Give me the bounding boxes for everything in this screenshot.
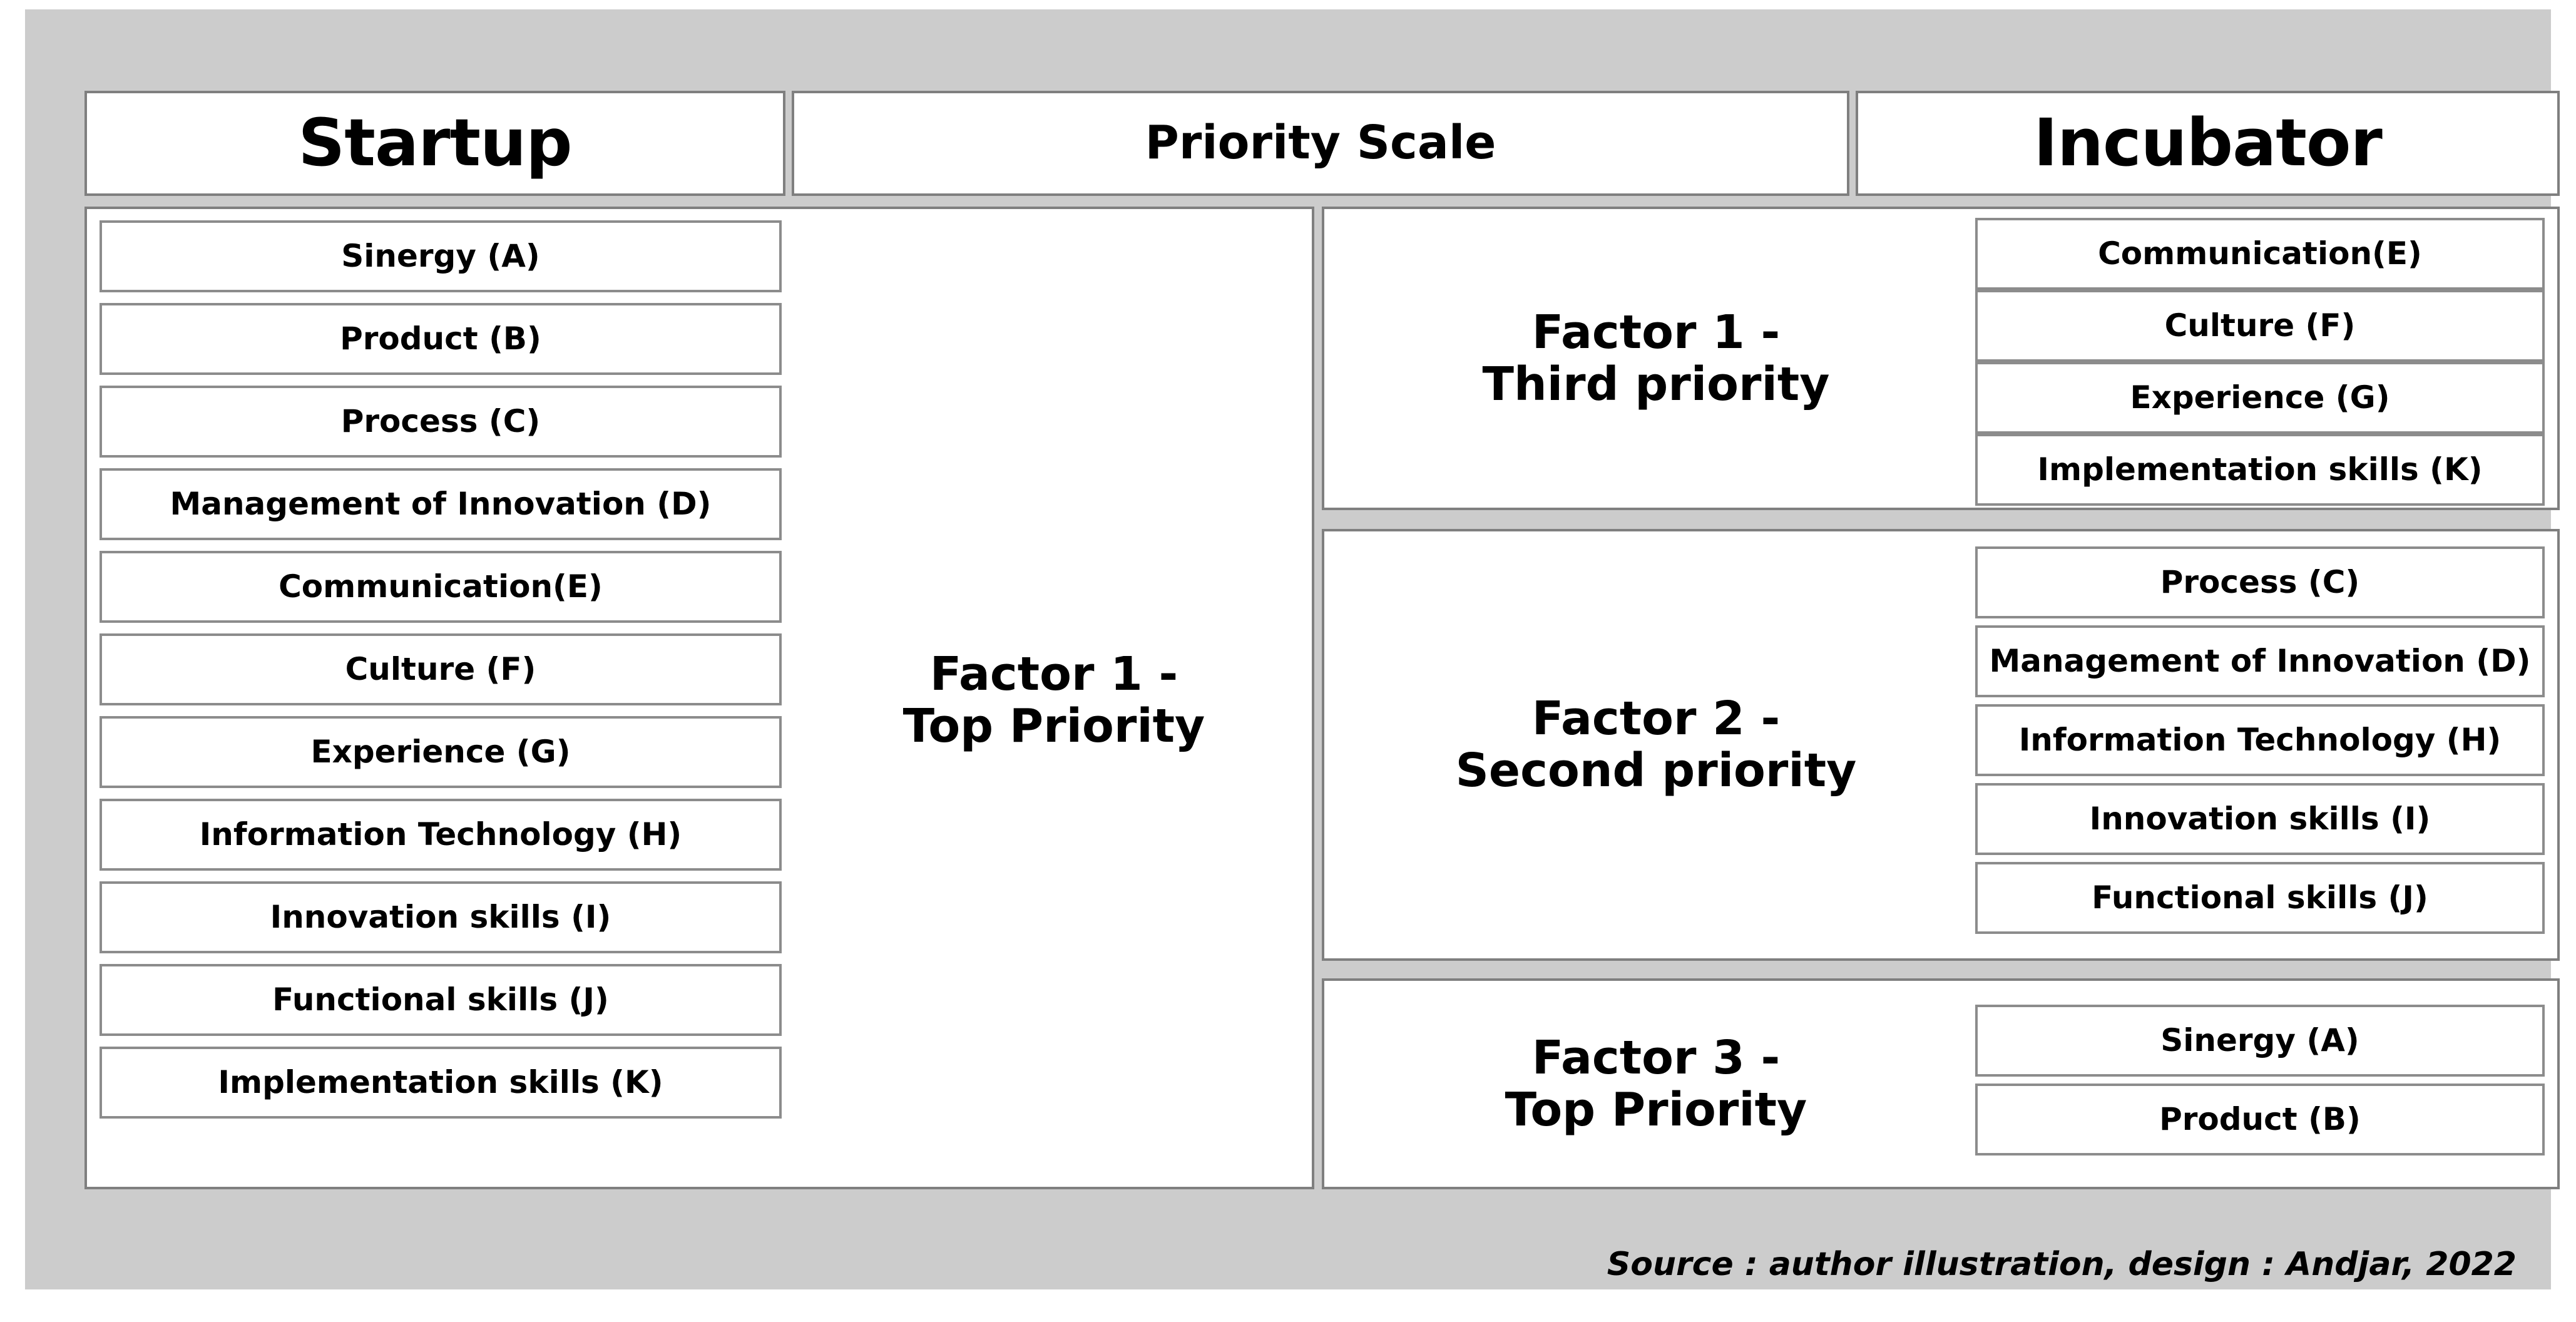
header-incubator: Incubator [1856,91,2560,196]
incubator-item-label: Product (B) [2159,1101,2361,1138]
startup-item-label: Implementation skills (K) [218,1064,663,1101]
startup-item-label: Experience (G) [310,734,571,771]
priority-scale-factor-label: Factor 1 - Top Priority [902,647,1205,753]
startup-item-label: Product (B) [340,320,541,357]
list-item[interactable]: Innovation skills (I) [100,881,782,953]
list-item[interactable]: Culture (F) [1975,290,2545,362]
list-item[interactable]: Information Technology (H) [100,799,782,871]
incubator-item-label: Implementation skills (K) [2037,451,2483,488]
incubator-factor-2-label: Factor 2 - Second priority [1455,692,1857,797]
incubator-factor-3-label: Factor 3 - Top Priority [1505,1030,1807,1137]
incubator-item-label: Management of Innovation (D) [1989,643,2531,680]
startup-item-label: Culture (F) [345,651,536,688]
list-item[interactable]: Experience (G) [1975,362,2545,434]
startup-priority-panel: Sinergy (A) Product (B) Process (C) Mana… [84,207,1314,1189]
startup-item-label: Communication(E) [279,568,603,605]
incubator-group-factor-2: Factor 2 - Second priority Process (C) M… [1322,529,2560,961]
list-item[interactable]: Information Technology (H) [1975,704,2545,776]
startup-item-label: Sinergy (A) [341,238,540,275]
list-item[interactable]: Sinergy (A) [1975,1005,2545,1077]
list-item[interactable]: Functional skills (J) [1975,862,2545,934]
incubator-item-label: Information Technology (H) [2018,722,2502,759]
incubator-item-label: Experience (G) [2130,379,2390,416]
list-item[interactable]: Product (B) [100,303,782,375]
startup-item-label: Information Technology (H) [199,816,682,853]
list-item[interactable]: Product (B) [1975,1084,2545,1155]
incubator-item-label: Communication(E) [2098,235,2422,272]
list-item[interactable]: Functional skills (J) [100,964,782,1036]
list-item[interactable]: Experience (G) [100,716,782,788]
list-item[interactable]: Management of Innovation (D) [100,468,782,540]
incubator-factor-1-label: Factor 1 - Third priority [1482,305,1830,411]
startup-item-label: Innovation skills (I) [270,899,611,936]
list-item[interactable]: Sinergy (A) [100,220,782,292]
list-item[interactable]: Communication(E) [100,551,782,623]
list-item[interactable]: Innovation skills (I) [1975,783,2545,855]
startup-item-label: Functional skills (J) [272,981,609,1018]
list-item[interactable]: Culture (F) [100,633,782,705]
list-item[interactable]: Management of Innovation (D) [1975,625,2545,697]
startup-item-label: Management of Innovation (D) [170,486,712,523]
incubator-item-label: Culture (F) [2164,307,2356,344]
list-item[interactable]: Communication(E) [1975,218,2545,290]
list-item[interactable]: Implementation skills (K) [1975,434,2545,506]
incubator-group-factor-3: Factor 3 - Top Priority Sinergy (A) Prod… [1322,978,2560,1189]
incubator-item-label: Process (C) [2160,564,2360,601]
list-item[interactable]: Process (C) [1975,546,2545,618]
list-item[interactable]: Process (C) [100,386,782,458]
incubator-item-label: Innovation skills (I) [2089,801,2431,838]
incubator-item-label: Sinergy (A) [2160,1022,2359,1059]
startup-item-label: Process (C) [340,403,541,440]
header-priority-scale: Priority Scale [792,91,1849,196]
header-startup: Startup [84,91,785,196]
list-item[interactable]: Implementation skills (K) [100,1047,782,1119]
incubator-item-label: Functional skills (J) [2092,879,2428,916]
source-caption: Source : author illustration, design : A… [1607,1246,2517,1283]
slide-canvas: Startup Priority Scale Incubator Sinergy… [25,9,2560,1289]
incubator-group-factor-1: Factor 1 - Third priority Communication(… [1322,207,2560,510]
